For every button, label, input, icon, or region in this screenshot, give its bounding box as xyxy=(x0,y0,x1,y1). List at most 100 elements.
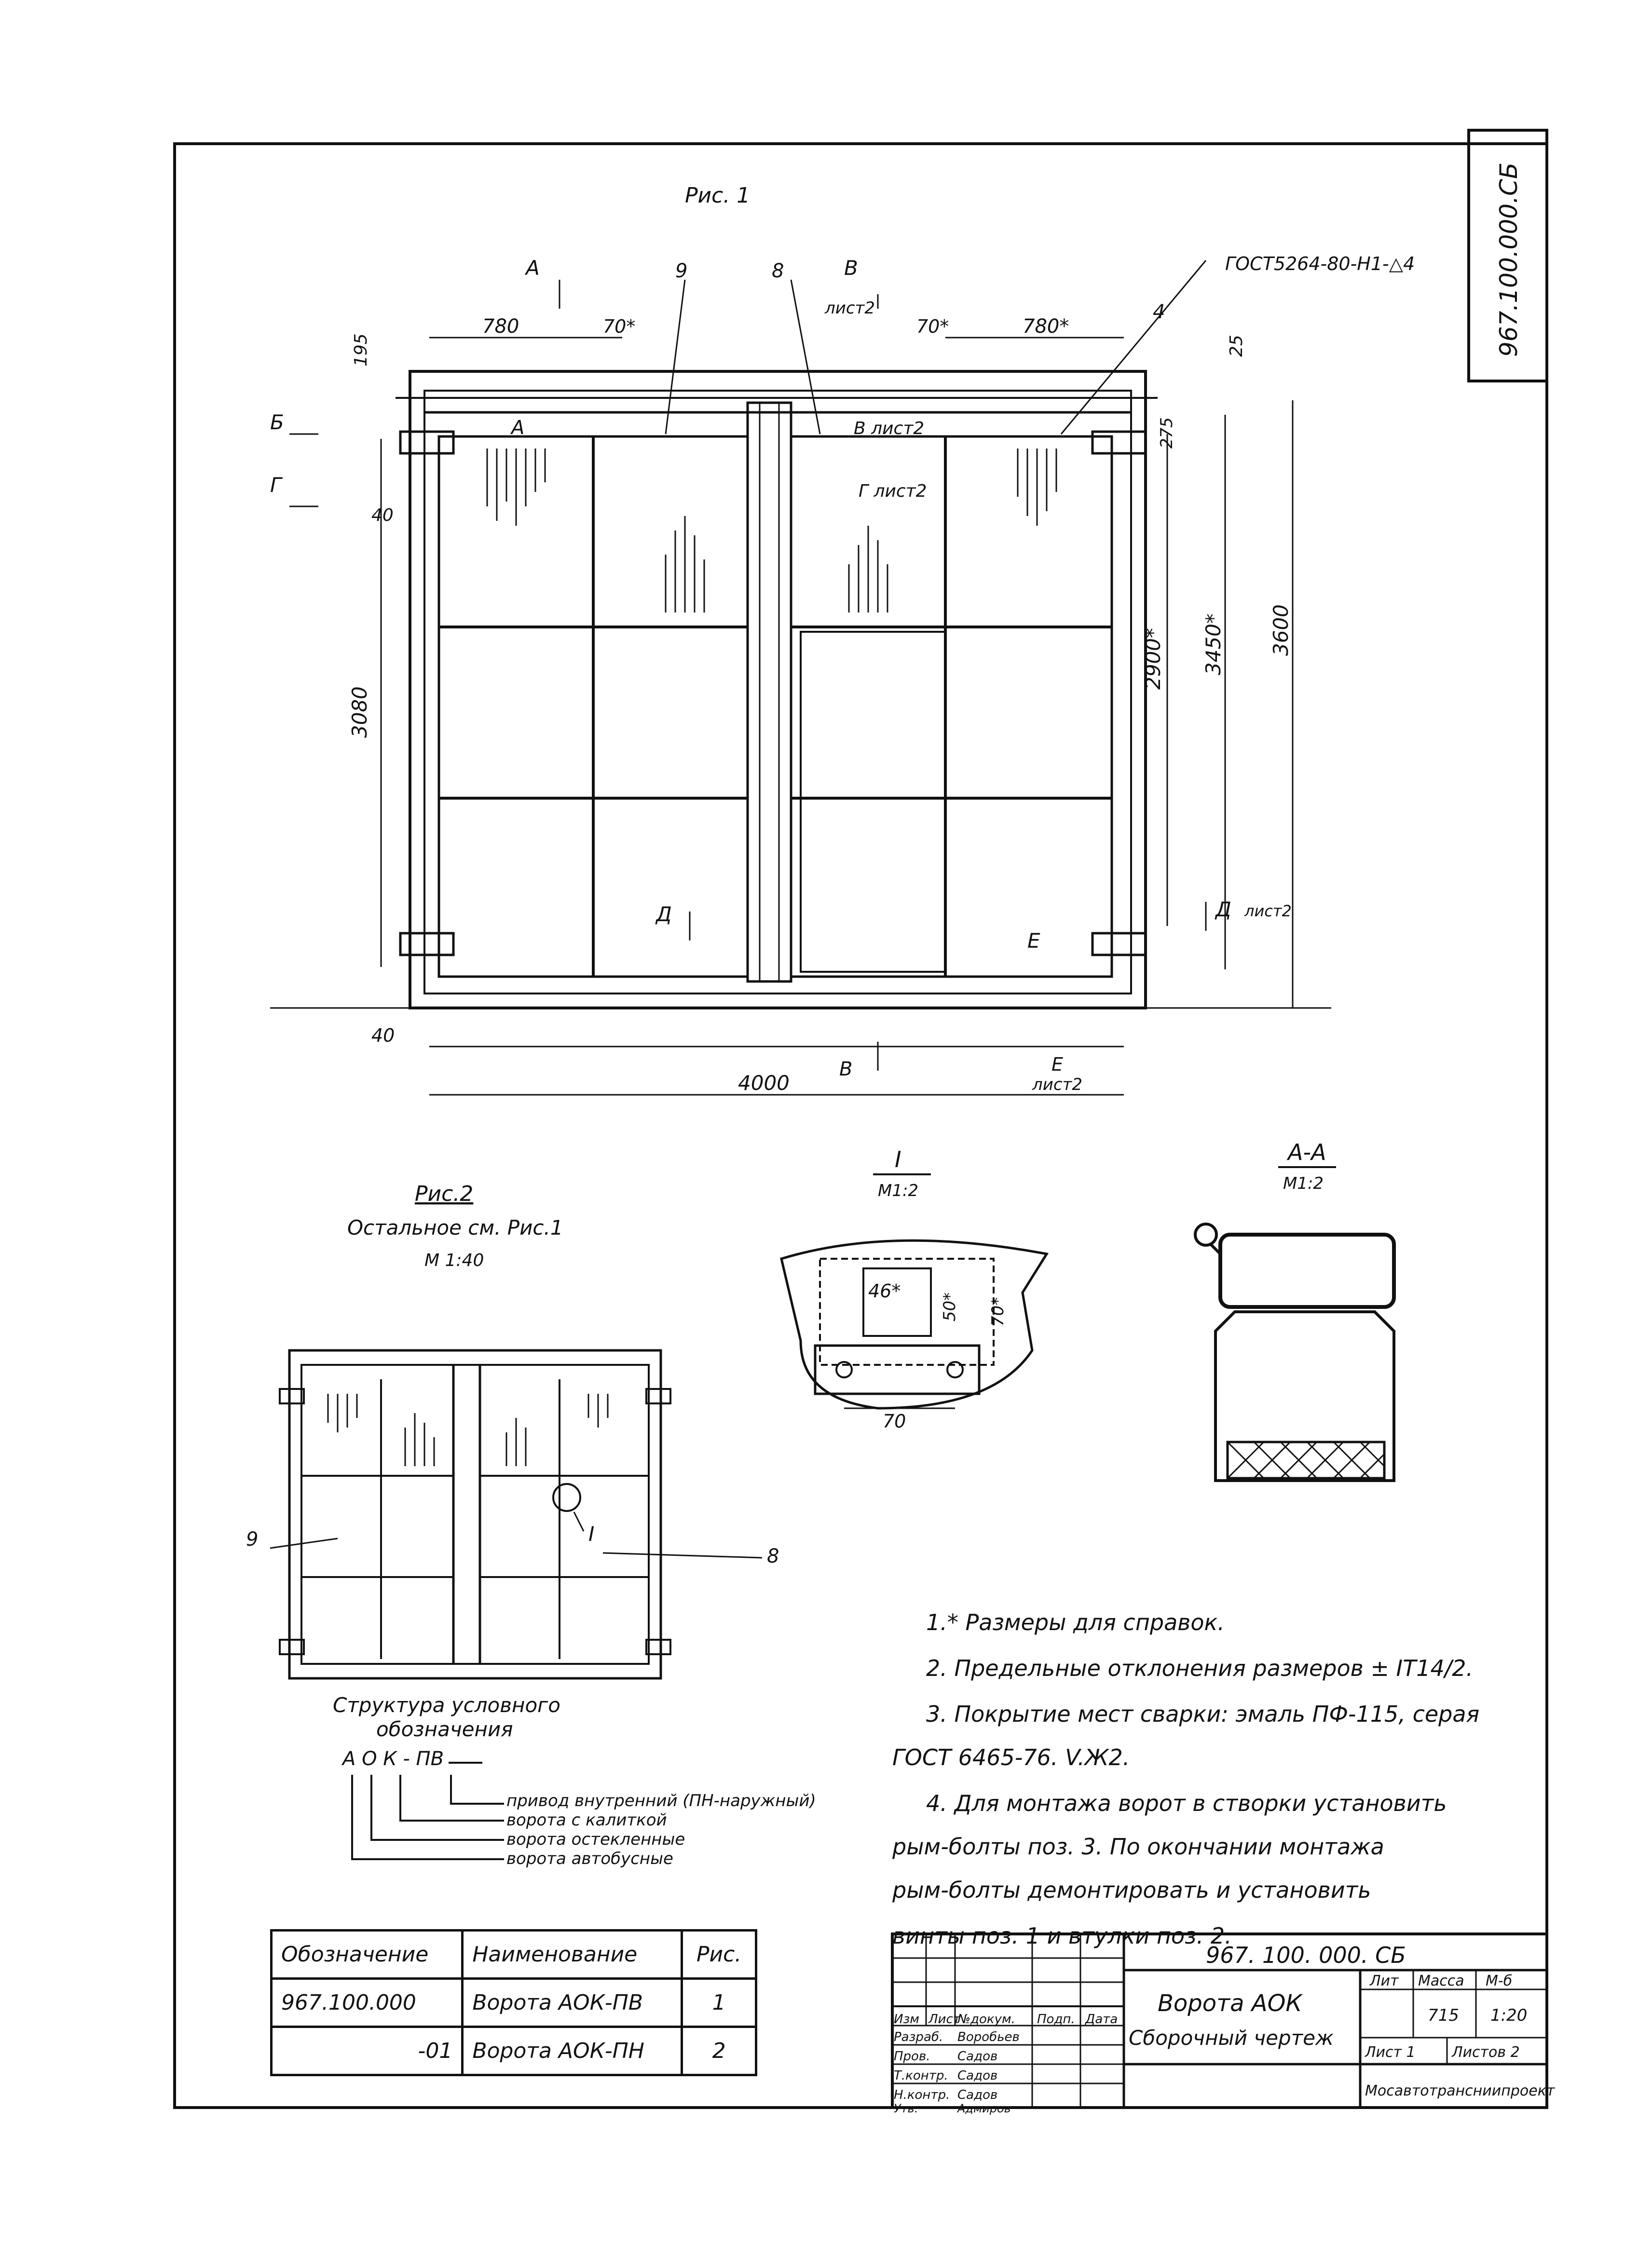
right-sash xyxy=(790,435,1113,978)
pos-8: 8 xyxy=(772,260,784,282)
fig2-hatching xyxy=(327,1394,609,1466)
structure-line-3: ворота остекленные xyxy=(506,1830,685,1849)
detail-i-title: I xyxy=(895,1146,901,1172)
structure-leaders xyxy=(351,1762,504,1860)
gost-weld-note: ГОСТ5264-80-Н1-△4 xyxy=(1225,253,1415,274)
section-b-left: Б xyxy=(270,410,284,434)
pos-9: 9 xyxy=(675,260,687,282)
section-v-top-sheet: лист2 xyxy=(824,299,875,318)
note-4b: рым-болты поз. 3. По окончании монтажа xyxy=(892,1834,1384,1860)
structure-line-4: ворота автобусные xyxy=(506,1849,673,1868)
tb-name-1: Ворота АОК xyxy=(1158,1990,1303,2017)
spec-row1-designation: 967.100.000 xyxy=(270,1977,464,2028)
figure-1: Рис. 1 xyxy=(270,183,1415,1096)
structure-title-2: обозначения xyxy=(376,1717,513,1741)
tb-utv: Утв. xyxy=(894,2102,918,2115)
fig2-gate-frame xyxy=(288,1349,662,1680)
structure-title-1: Структура условного xyxy=(333,1693,560,1717)
detail-i-dim-46: 46* xyxy=(868,1280,901,1302)
tb-massa: Масса xyxy=(1418,1973,1464,1989)
dim-780: 780 xyxy=(482,315,519,338)
tb-org: Мосавтотрансниипроект xyxy=(1365,2082,1556,2099)
dim-3080: 3080 xyxy=(348,686,371,738)
tb-razrab-name: Воробьев xyxy=(957,2030,1020,2044)
spec-row2-name: Ворота АОК-ПН xyxy=(461,2026,683,2076)
section-e-right: Е xyxy=(1027,929,1040,953)
tb-scale-val: 1:20 xyxy=(1490,2006,1527,2025)
dim-25: 25 xyxy=(1227,335,1246,357)
tb-col-list: Лист xyxy=(928,2012,961,2027)
detail-i: I М1:2 46* 50* 70* 70 xyxy=(780,1146,1049,1432)
tb-col-izm: Изм xyxy=(894,2012,919,2027)
dim-275: 275 xyxy=(1157,417,1176,449)
fig1-title: Рис. 1 xyxy=(685,183,750,208)
tb-sheet: Лист 1 xyxy=(1365,2044,1416,2061)
section-v-top: В xyxy=(844,256,858,280)
wicket-door xyxy=(800,631,946,973)
spec-row2-fig: 2 xyxy=(681,2026,757,2076)
gate-outer-frame xyxy=(409,370,1147,1009)
spec-row2-designation: -01 xyxy=(270,2026,464,2076)
tb-prov: Пров. xyxy=(894,2049,930,2064)
section-d-right-sheet: лист2 xyxy=(1244,902,1292,920)
detail-i-dim-70-h: 70 xyxy=(883,1411,906,1432)
tb-lit: Лит xyxy=(1369,1973,1399,1989)
tb-prov-name: Садов xyxy=(957,2049,997,2064)
tb-col-date: Дата xyxy=(1085,2012,1118,2027)
section-g-sheet: Г лист2 xyxy=(859,481,927,501)
structure-line-2: ворота с калиткой xyxy=(506,1810,667,1830)
spec-row1-name: Ворота АОК-ПВ xyxy=(461,1977,683,2028)
section-e-bottom: Е xyxy=(1051,1054,1063,1075)
dim-70-left: 70* xyxy=(603,316,635,337)
hinge-tr xyxy=(1091,430,1147,455)
fig2-scale: М 1:40 xyxy=(424,1251,484,1270)
fig2-pos-9: 9 xyxy=(246,1528,258,1551)
fig2-pos-8: 8 xyxy=(767,1545,779,1567)
tb-nkontr: Н.контр. xyxy=(894,2088,950,2102)
dim-2900: 2900* xyxy=(1141,628,1165,690)
stamp-code: 967.100.000.СБ xyxy=(1495,163,1523,357)
section-v-bottom: В xyxy=(839,1058,852,1080)
tb-razrab: Разраб. xyxy=(894,2030,943,2044)
spec-header-name: Наименование xyxy=(461,1929,683,1980)
dim-4000: 4000 xyxy=(738,1071,790,1095)
tb-tkontr-name: Садов xyxy=(957,2068,997,2083)
spec-header-designation: Обозначение xyxy=(270,1929,464,1980)
note-2: 2. Предельные отклонения размеров ± IT14… xyxy=(926,1655,1473,1681)
figure-2 xyxy=(270,1349,763,1680)
structure-line-1: привод внутренний (ПН-наружный) xyxy=(506,1791,816,1810)
tb-col-sign: Подп. xyxy=(1037,2012,1075,2027)
section-a-label: А xyxy=(510,417,524,439)
fig2-callout-i: I xyxy=(588,1522,594,1546)
section-e-bottom-sheet: лист2 xyxy=(1032,1075,1082,1094)
title-block xyxy=(891,1932,1548,2109)
section-aa-scale: М1:2 xyxy=(1283,1174,1324,1193)
section-g-left: Г xyxy=(270,473,283,497)
dim-3450: 3450* xyxy=(1201,613,1225,675)
section-aa: А-А М1:2 xyxy=(1194,1139,1396,1482)
sheet-frame xyxy=(173,142,1548,2109)
dim-780-right: 780* xyxy=(1023,315,1069,338)
dim-40-top: 40 xyxy=(371,505,394,525)
section-aa-title: А-А xyxy=(1286,1139,1326,1165)
tb-nkontr-name: Садов xyxy=(957,2088,997,2102)
spec-row1-fig: 1 xyxy=(681,1977,757,2028)
dim-195: 195 xyxy=(351,333,371,367)
section-v-sheet: В лист2 xyxy=(854,419,924,438)
hinge-tl xyxy=(399,430,455,455)
hinge-bl xyxy=(399,932,455,956)
note-4: 4. Для монтажа ворот в створки установит… xyxy=(926,1790,1447,1816)
note-4c: рым-болты демонтировать и установить xyxy=(892,1877,1371,1903)
detail-i-dim-70-v: 70* xyxy=(988,1297,1008,1326)
detail-i-dim-50: 50* xyxy=(940,1293,959,1321)
dim-40-bottom: 40 xyxy=(371,1025,395,1046)
dim-70-right: 70* xyxy=(916,316,949,337)
tb-masshtab: М-б xyxy=(1486,1973,1512,1989)
fig2-title: Рис.2 xyxy=(415,1182,473,1206)
pos-4: 4 xyxy=(1153,301,1165,323)
note-4d: винты поз. 1 и втулки поз. 2. xyxy=(892,1923,1232,1949)
glass-hatching xyxy=(486,449,1057,612)
structure-code: А О К - ПВ xyxy=(341,1748,444,1770)
detail-i-scale: М1:2 xyxy=(878,1181,918,1200)
